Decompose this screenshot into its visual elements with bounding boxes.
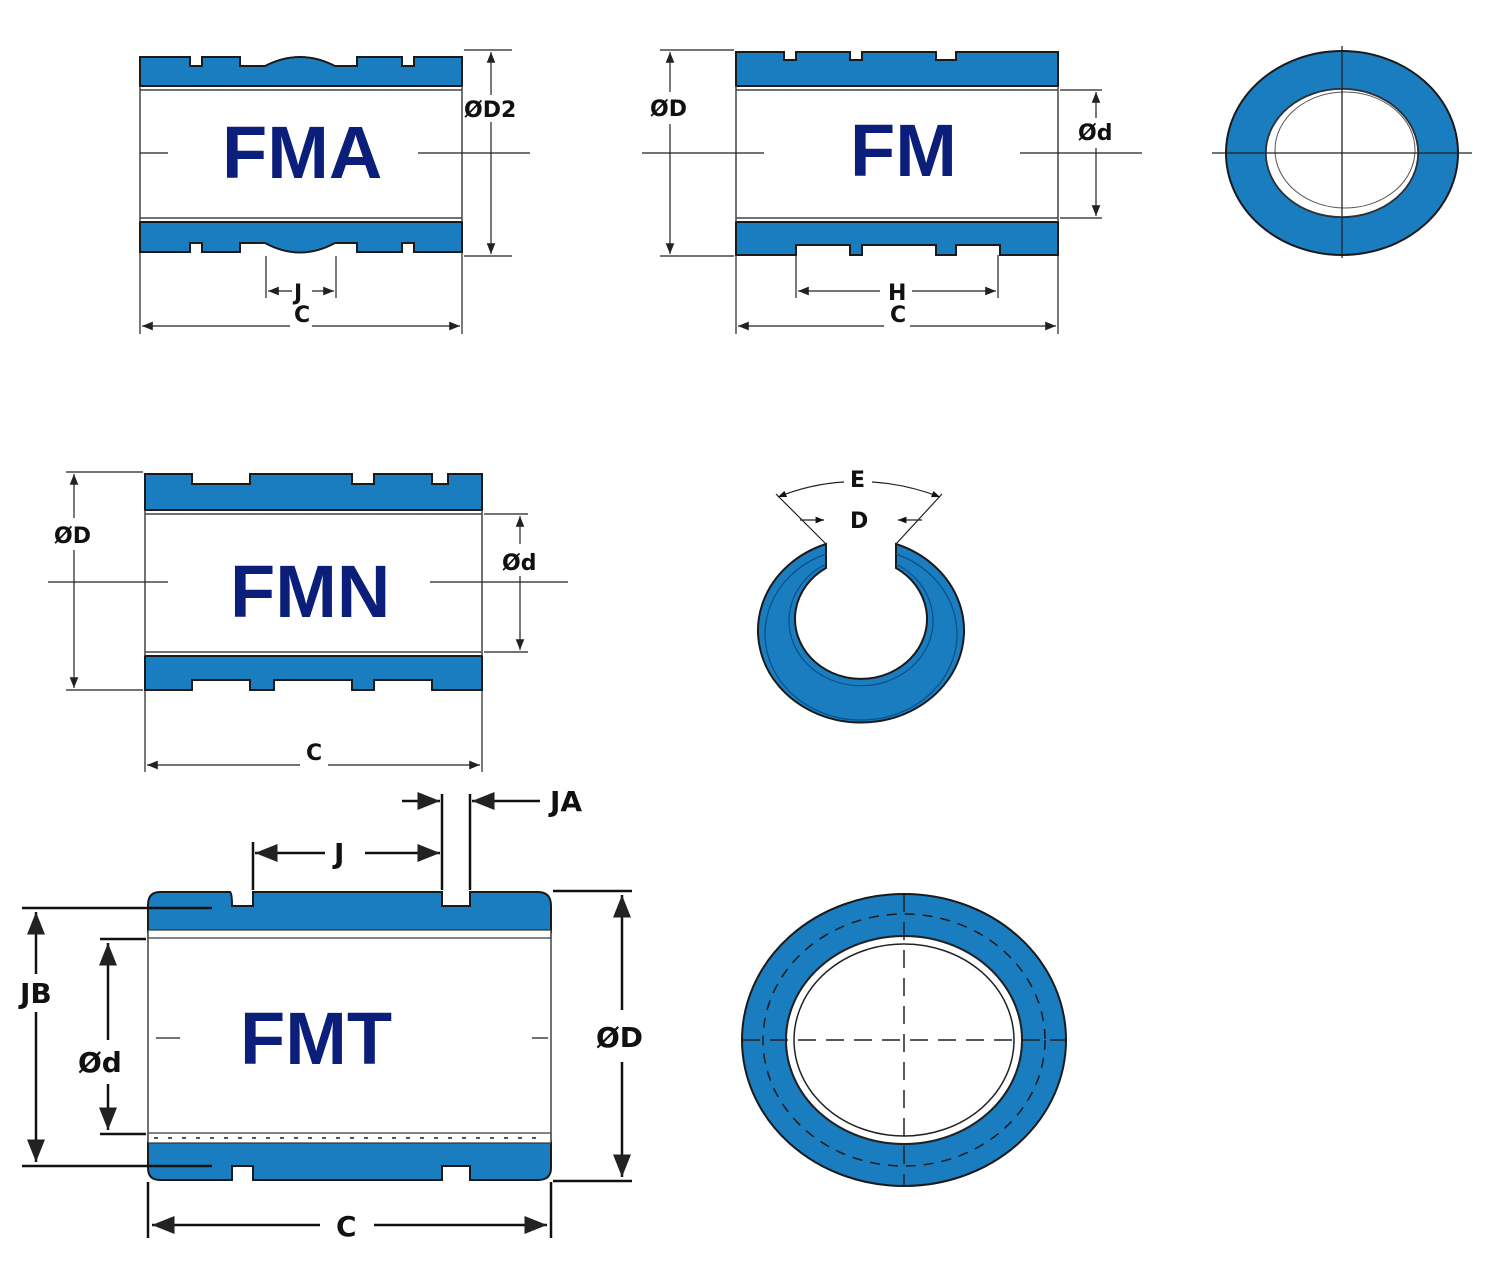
open-section-e-label: E [850,468,865,493]
fm-id-label: Ød [1078,121,1112,146]
fmn-od-label: ØD [54,524,91,549]
fmt-end-view-ring [740,893,1068,1187]
fm-od-label: ØD [650,97,687,122]
fm-model-label: FM [850,109,957,192]
fm-drawing: FM ØD Ød H C [642,49,1142,334]
fm-c-label: C [890,303,906,328]
fma-model-label: FMA [222,111,382,194]
fm-h-label: H [888,281,906,306]
open-section-view: E D [757,468,965,724]
fmt-bottom-wall [147,1141,552,1181]
fmn-model-label: FMN [230,550,390,633]
open-section-d-label: D [850,509,868,534]
fmt-model-label: FMT [240,997,392,1080]
fmn-bottom-wall [144,655,483,691]
fma-drawing: FMA ØD2 J C [139,49,530,334]
fm-top-wall [735,51,1059,87]
fma-top-wall [139,56,463,87]
fmt-ja-label: JA [548,785,582,818]
fmn-id-label: Ød [502,551,536,576]
fma-j-label: J [292,281,302,306]
fmn-drawing: FMN ØD Ød C [48,471,568,772]
fma-c-label: C [294,303,310,328]
fmt-top-wall [147,891,552,933]
fmn-top-wall [144,473,483,511]
fm-bottom-wall [735,221,1059,256]
fmn-c-label: C [306,741,322,766]
fmt-drawing: FMT J JA JB Ød ØD C [18,785,643,1243]
fmt-jb-label: JB [18,977,52,1010]
fma-bottom-wall [139,221,463,254]
fmt-c-label: C [336,1210,357,1243]
fm-end-view-ring [1212,46,1472,258]
fmt-j-label: J [332,837,344,870]
fmt-od-label: ØD [596,1021,643,1054]
fmt-id-label: Ød [78,1046,122,1079]
fma-od2-label: ØD2 [464,98,516,123]
